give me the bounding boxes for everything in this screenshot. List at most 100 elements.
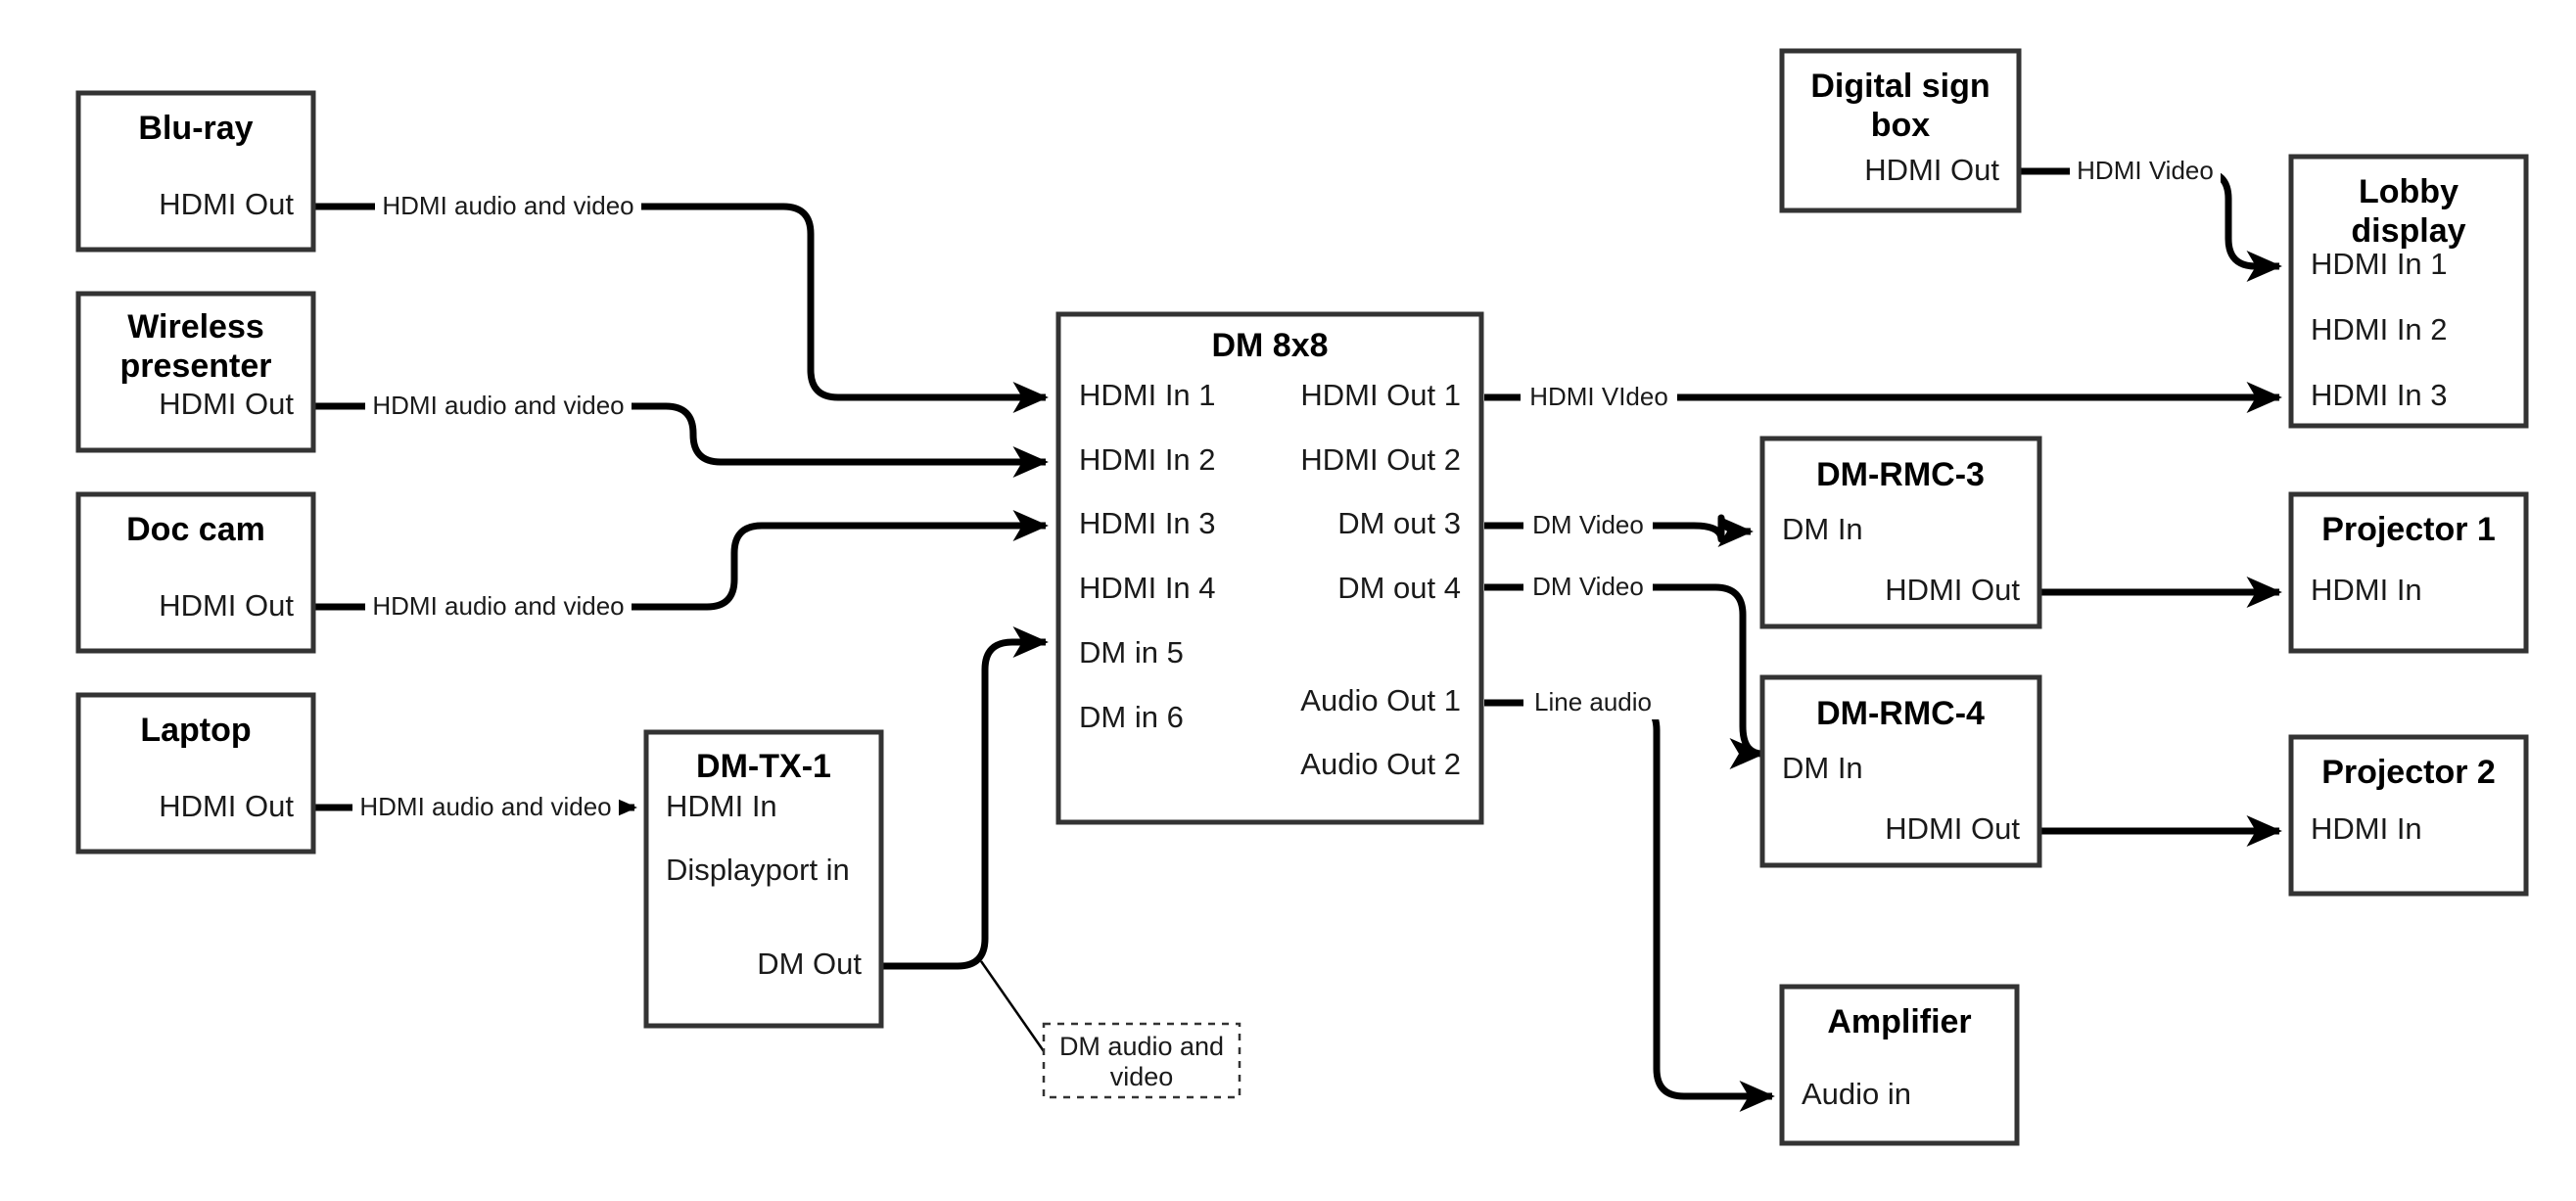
note-label-line2: video (1110, 1062, 1174, 1091)
dm-tx-1-port-displayport-in: Displayport in (666, 853, 850, 887)
dm-rmc-4-port-dm-in: DM In (1782, 751, 1863, 785)
dm-8x8-output-hdmi-out-2: HDMI Out 2 (1300, 442, 1461, 477)
lobby-display-title-line1: Lobby (2359, 173, 2459, 210)
lobby-display-box[interactable] (2288, 154, 2529, 429)
edge-label-bg (2070, 155, 2221, 188)
node-dm-tx-1[interactable]: DM-TX-1 HDMI In Displayport in DM Out (643, 729, 884, 1029)
amplifier-title: Amplifier (1827, 1003, 1971, 1040)
node-digital-sign-box[interactable]: Digital sign box HDMI Out (1779, 48, 2022, 213)
edge-label-bg (375, 190, 641, 223)
note-label-line1: DM audio and (1059, 1032, 1224, 1061)
dm-8x8-input-dm-in-5: DM in 5 (1079, 635, 1184, 670)
lobby-display-title-line2: display (2351, 212, 2465, 250)
amplifier-port-audio-in: Audio in (1802, 1077, 1911, 1111)
bluray-title: Blu-ray (138, 110, 253, 147)
dm-8x8-output-audio-out-1: Audio Out 1 (1300, 683, 1461, 717)
doc-cam-title: Doc cam (126, 511, 265, 548)
link-dmtx1-to-dm8x8 (881, 625, 1049, 970)
dm-tx-1-title: DM-TX-1 (696, 748, 831, 785)
dm-rmc-3-port-dm-in: DM In (1782, 512, 1863, 546)
edge-label-dm8x8-out1-to-lobby: HDMI VIdeo (1529, 382, 1668, 411)
link-doccam-to-dm8x8 (313, 509, 1049, 611)
edge-label-digitalsign-to-lobby: HDMI Video (2077, 156, 2214, 185)
dm-rmc-4-title: DM-RMC-4 (1816, 695, 1985, 732)
edge-label-bg (1521, 381, 1677, 414)
lobby-display-input-hdmi-in-1: HDMI In 1 (2311, 247, 2448, 281)
edge-label-laptop-to-dmtx1: HDMI audio and video (359, 792, 611, 821)
leader-line-dm-audio-video-note (979, 960, 1046, 1052)
projector-1-port-hdmi-in: HDMI In (2311, 573, 2422, 607)
edge-label-bluray-to-dm8x8: HDMI audio and video (382, 191, 633, 220)
dm-8x8-input-hdmi-in-1: HDMI In 1 (1079, 378, 1216, 412)
lobby-display-input-hdmi-in-2: HDMI In 2 (2311, 312, 2448, 346)
link-wireless-to-dm8x8 (313, 402, 1049, 479)
node-dm-8x8[interactable]: DM 8x8 HDMI In 1 HDMI In 2 HDMI In 3 HDM… (1055, 311, 1484, 825)
edge-label-bg (1523, 686, 1663, 719)
edge-label-bg (365, 390, 632, 423)
node-doc-cam[interactable]: Doc cam HDMI Out (75, 491, 316, 654)
node-wireless-presenter[interactable]: Wireless presenter HDMI Out (75, 291, 316, 453)
node-amplifier[interactable]: Amplifier Audio in (1779, 984, 2020, 1146)
dm-rmc-4-port-hdmi-out: HDMI Out (1885, 811, 2020, 846)
wireless-presenter-title-line1: Wireless (127, 308, 264, 346)
node-dm-rmc-4[interactable]: DM-RMC-4 DM In HDMI Out (1759, 674, 2042, 868)
wireless-presenter-box[interactable] (75, 291, 316, 453)
node-dm-rmc-3[interactable]: DM-RMC-3 DM In HDMI Out (1759, 436, 2042, 629)
edge-label-doccam-to-dm8x8: HDMI audio and video (372, 591, 624, 621)
dm-rmc-3-box[interactable] (1759, 436, 2042, 629)
link-dm8x8-out3-to-dmrmc3 (1484, 514, 1754, 548)
link-dm8x8-out4-to-dmrmc4 (1484, 583, 1765, 769)
laptop-port-hdmi-out: HDMI Out (159, 789, 294, 823)
dm-8x8-box[interactable] (1055, 311, 1484, 825)
edge-label-dm8x8-out4-to-dmrmc4: DM Video (1532, 572, 1644, 601)
node-projector-1[interactable]: Projector 1 HDMI In (2288, 491, 2529, 654)
node-bluray[interactable]: Blu-ray HDMI Out (75, 90, 316, 253)
lobby-display-input-hdmi-in-3: HDMI In 3 (2311, 378, 2448, 412)
dm-8x8-input-hdmi-in-2: HDMI In 2 (1079, 442, 1216, 477)
digital-sign-title-line2: box (1871, 107, 1931, 144)
dm-tx-1-port-hdmi-in: HDMI In (666, 789, 777, 823)
node-projector-2[interactable]: Projector 2 HDMI In (2288, 734, 2529, 897)
dm-rmc-4-box[interactable] (1759, 674, 2042, 868)
amplifier-box[interactable] (1779, 984, 2020, 1146)
dm-8x8-output-dm-out-3: DM out 3 (1337, 506, 1461, 540)
link-bluray-to-dm8x8 (313, 203, 1049, 414)
dm-rmc-3-port-hdmi-out: HDMI Out (1885, 573, 2020, 607)
wireless-presenter-title-line2: presenter (120, 347, 272, 385)
projector-2-port-hdmi-in: HDMI In (2311, 811, 2422, 846)
dm-8x8-output-dm-out-4: DM out 4 (1337, 571, 1461, 605)
dm-tx-1-port-dm-out: DM Out (757, 947, 862, 981)
edge-label-dm8x8-out3-to-dmrmc3: DM Video (1532, 510, 1644, 539)
digital-sign-title-line1: Digital sign (1810, 68, 1990, 105)
dm-tx-1-box[interactable] (643, 729, 884, 1029)
note-box (1042, 1022, 1241, 1099)
doc-cam-box[interactable] (75, 491, 316, 654)
node-laptop[interactable]: Laptop HDMI Out (75, 692, 316, 855)
bluray-port-hdmi-out: HDMI Out (159, 187, 294, 221)
projector-2-box[interactable] (2288, 734, 2529, 897)
edge-label-bg (1523, 571, 1653, 604)
doc-cam-port-hdmi-out: HDMI Out (159, 588, 294, 623)
edge-label-bg (365, 590, 632, 624)
wireless-presenter-port-hdmi-out: HDMI Out (159, 387, 294, 421)
bluray-box[interactable] (75, 90, 316, 253)
projector-1-title: Projector 1 (2321, 511, 2496, 548)
edge-label-wireless-to-dm8x8: HDMI audio and video (372, 391, 624, 420)
dm-8x8-input-dm-in-6: DM in 6 (1079, 700, 1184, 734)
digital-sign-port-hdmi-out: HDMI Out (1864, 153, 1999, 187)
dm-rmc-3-title: DM-RMC-3 (1816, 456, 1985, 493)
dm-8x8-output-hdmi-out-1: HDMI Out 1 (1300, 378, 1461, 412)
edge-label-bg (1523, 509, 1653, 542)
laptop-box[interactable] (75, 692, 316, 855)
edge-label-bg (352, 791, 619, 824)
projector-2-title: Projector 2 (2321, 754, 2496, 791)
dm-8x8-input-hdmi-in-4: HDMI In 4 (1079, 571, 1216, 605)
dm-8x8-output-audio-out-2: Audio Out 2 (1300, 747, 1461, 781)
laptop-title: Laptop (140, 712, 251, 749)
digital-sign-box[interactable] (1779, 48, 2022, 213)
projector-1-box[interactable] (2288, 491, 2529, 654)
dm-8x8-title: DM 8x8 (1211, 327, 1328, 364)
node-lobby-display[interactable]: Lobby display HDMI In 1 HDMI In 2 HDMI I… (2288, 154, 2529, 429)
